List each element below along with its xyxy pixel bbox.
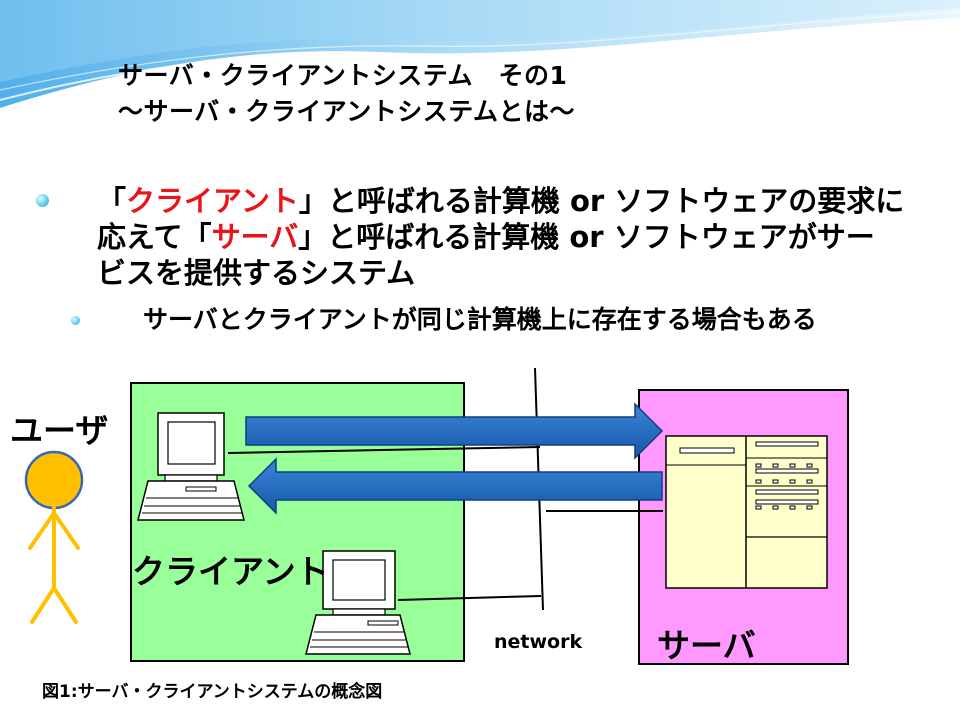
text-line-2-start: 応えて「 bbox=[97, 220, 212, 254]
bullet-sub: サーバとクライアントが同じ計算機上に存在する場合もある bbox=[143, 305, 817, 334]
slide-title-line-2: ～サーバ・クライアントシステムとは～ bbox=[118, 97, 576, 126]
network-label: network bbox=[494, 631, 582, 653]
bullet-main-line-2: 応えて「サーバ」と呼ばれる計算機 or ソフトウェアがサー bbox=[97, 219, 927, 255]
server-label: サーバ bbox=[657, 626, 756, 665]
client-server-diagram: ユーザ クライアント サーバ network 図1:サーバ・クライアントシステム… bbox=[10, 367, 849, 702]
request-arrow-icon bbox=[245, 402, 664, 460]
client-computer-1-icon bbox=[137, 412, 245, 521]
text-line-1-rest: 」と呼ばれる計算機 or ソフトウェアの要求に bbox=[298, 184, 905, 218]
user-figure-icon bbox=[24, 450, 84, 624]
server-machine-icon bbox=[665, 435, 828, 589]
bullet-dot-main bbox=[36, 194, 49, 207]
bullet-main-line-1: 「クライアント」と呼ばれる計算機 or ソフトウェアの要求に bbox=[97, 183, 927, 219]
figure-caption: 図1:サーバ・クライアントシステムの概念図 bbox=[42, 681, 382, 702]
text-open-bracket: 「 bbox=[97, 184, 127, 218]
user-label: ユーザ bbox=[10, 411, 108, 450]
highlight-server: サーバ bbox=[211, 220, 299, 254]
bullet-main-line-3: ビスを提供するシステム bbox=[97, 256, 416, 290]
response-arrow-icon bbox=[247, 457, 663, 515]
header-wave-decoration bbox=[0, 0, 960, 108]
client-computer-2-icon bbox=[305, 550, 411, 655]
client-label: クライアント bbox=[132, 552, 329, 591]
slide-title-line-1: サーバ・クライアントシステム その1 bbox=[118, 61, 568, 90]
bullet-dot-sub bbox=[71, 316, 80, 325]
slide-title: サーバ・クライアントシステム その1 ～サーバ・クライアントシステムとは～ bbox=[118, 58, 575, 130]
bullet-main: 「クライアント」と呼ばれる計算機 or ソフトウェアの要求に 応えて「サーバ」と… bbox=[97, 183, 927, 291]
highlight-client: クライアント bbox=[126, 184, 299, 218]
text-line-2-rest: 」と呼ばれる計算機 or ソフトウェアがサー bbox=[298, 220, 875, 254]
